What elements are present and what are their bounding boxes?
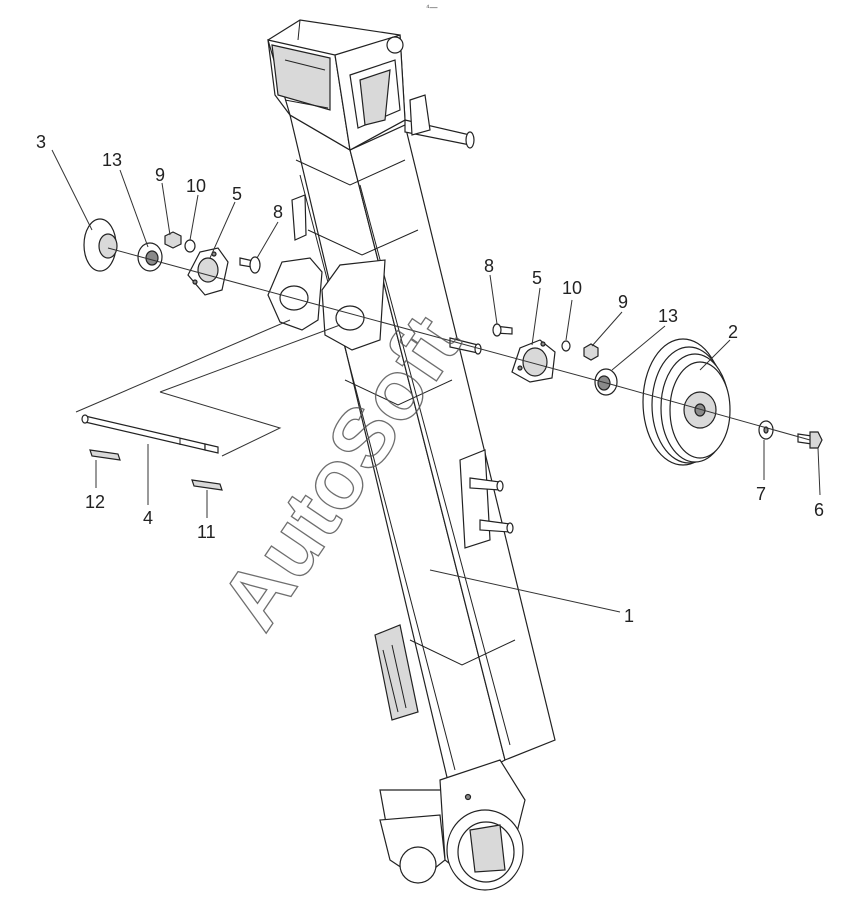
callout-7: 7: [756, 484, 766, 504]
bolt-8-right: [492, 323, 513, 337]
callout-5-right: 5: [532, 268, 542, 288]
assembly-axis-lines: [75, 247, 811, 457]
left-bracket-plate: [267, 257, 323, 331]
callout-3: 3: [36, 132, 46, 152]
pulley-small-3: [83, 218, 118, 272]
callout-2: 2: [728, 322, 738, 342]
pulley-2: [642, 338, 731, 466]
callout-8-right: 8: [484, 256, 494, 276]
washer-10-left: [184, 239, 196, 253]
callout-10-right: 10: [562, 278, 582, 298]
callout-5-left: 5: [232, 184, 242, 204]
key-12: [89, 449, 121, 461]
key-11: [191, 479, 223, 491]
bolt-8-left: [239, 256, 261, 274]
callout-13-left: 13: [102, 150, 122, 170]
callout-leaders: [51, 149, 821, 613]
flange-5-right: [511, 339, 556, 383]
bearing-13-right: [594, 368, 618, 396]
callout-9-left: 9: [155, 165, 165, 185]
header-mark: ⁴—: [426, 3, 437, 12]
callout-9-right: 9: [618, 292, 628, 312]
nut-9-left: [164, 231, 182, 249]
callout-6: 6: [814, 500, 824, 520]
bearing-13-left: [137, 242, 163, 272]
center-bracket-plate: [321, 259, 386, 351]
nut-9-right: [583, 343, 599, 361]
callout-11: 11: [197, 522, 216, 542]
washer-7: [758, 420, 774, 440]
callout-8-left: 8: [273, 202, 283, 222]
main-beam: [267, 19, 556, 891]
callout-13-right: 13: [658, 306, 678, 326]
shaft-stub: [449, 337, 482, 355]
callout-labels: 1 2 3 4 5 5 6 7 8 8 9 9 10 10 11 12 13 1…: [36, 132, 824, 626]
callout-10-left: 10: [186, 176, 206, 196]
callout-12: 12: [85, 492, 105, 512]
callout-4: 4: [143, 508, 153, 528]
shaft-4: [81, 414, 219, 454]
washer-10-right: [561, 340, 571, 352]
callout-1: 1: [624, 606, 634, 626]
